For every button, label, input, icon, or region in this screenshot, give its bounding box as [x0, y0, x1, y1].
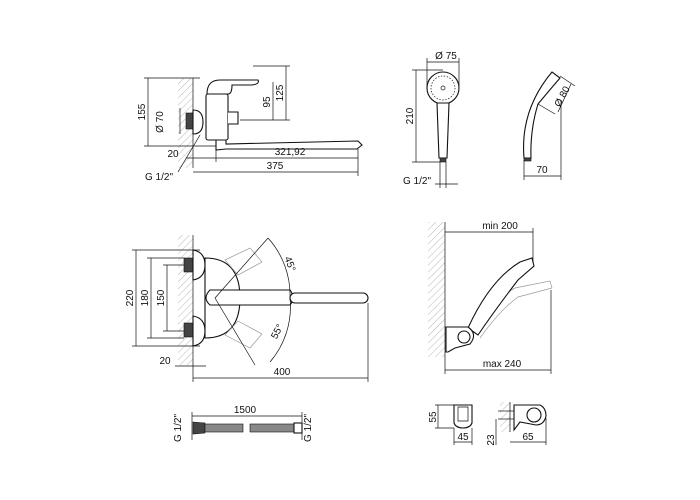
thread-connector — [185, 112, 194, 130]
mixer-body — [205, 93, 229, 141]
dim-height-total: 155 — [137, 103, 148, 120]
holder-front — [453, 404, 473, 429]
dim-min-reach: min 200 — [482, 221, 518, 232]
diverter-knob — [228, 111, 239, 125]
dim-side-head-diameter: Ø 80 — [553, 84, 573, 109]
shower-profile — [523, 71, 561, 159]
thread-label: G 1/2" — [145, 172, 173, 183]
dim-flange-diameter: Ø 70 — [155, 111, 166, 133]
faucet-top-view: 45° 55° 220 180 150 20 400 — [125, 235, 369, 382]
wall-flange — [192, 109, 204, 135]
mixer-lever — [206, 79, 259, 95]
dim-height-lever: 125 — [275, 84, 286, 101]
shower-min-position — [467, 257, 535, 336]
dim-top-length: 400 — [274, 367, 291, 378]
lever-handle — [205, 289, 294, 306]
dim-angle-up: 45° — [282, 255, 298, 273]
spout — [215, 139, 363, 151]
shower-handle — [436, 102, 450, 159]
dim-total-length: 375 — [267, 161, 284, 172]
hose-view: 1500 G 1/2" G 1/2" — [173, 405, 314, 442]
dim-mount-height: 23 — [486, 434, 497, 446]
dim-angle-down: 55° — [269, 323, 286, 342]
dim-connection-centers: 150 — [156, 289, 167, 306]
dim-wall-offset: 20 — [159, 356, 171, 367]
dim-max-reach: max 240 — [483, 359, 522, 370]
hand-shower-front-view: Ø 75 210 G 1/2" — [403, 51, 460, 188]
dim-height-body: 95 — [262, 96, 273, 108]
dim-head-diameter: Ø 75 — [435, 51, 457, 62]
hose-segment-left — [204, 423, 244, 433]
thread-label-left: G 1/2" — [173, 414, 184, 442]
wall-hatch — [178, 78, 193, 168]
dim-spout-reach: 321,92 — [275, 147, 306, 158]
thread-label: G 1/2" — [403, 176, 431, 187]
dim-hose-length: 1500 — [234, 405, 257, 416]
hose-segment-right — [249, 423, 295, 433]
dim-side-depth: 70 — [536, 165, 548, 176]
holder-views: 55 45 23 65 — [428, 402, 547, 446]
dim-shower-length: 210 — [405, 107, 416, 124]
dim-holder-width: 45 — [457, 432, 469, 443]
dim-wall-offset: 20 — [167, 149, 179, 160]
thread-label-right: G 1/2" — [303, 414, 314, 442]
spout — [289, 292, 369, 304]
dim-holder-depth: 65 — [522, 432, 534, 443]
dim-holder-height: 55 — [428, 411, 439, 423]
dim-flange-span: 220 — [125, 289, 136, 306]
hand-shower-side-view: Ø 80 70 — [523, 71, 576, 180]
faucet-side-view: 155 125 95 Ø 70 20 321,92 375 G 1/2" — [137, 65, 363, 183]
dim-flange-inner: 180 — [140, 289, 151, 306]
shower-holder-range-view: min 200 max 240 — [428, 221, 553, 374]
